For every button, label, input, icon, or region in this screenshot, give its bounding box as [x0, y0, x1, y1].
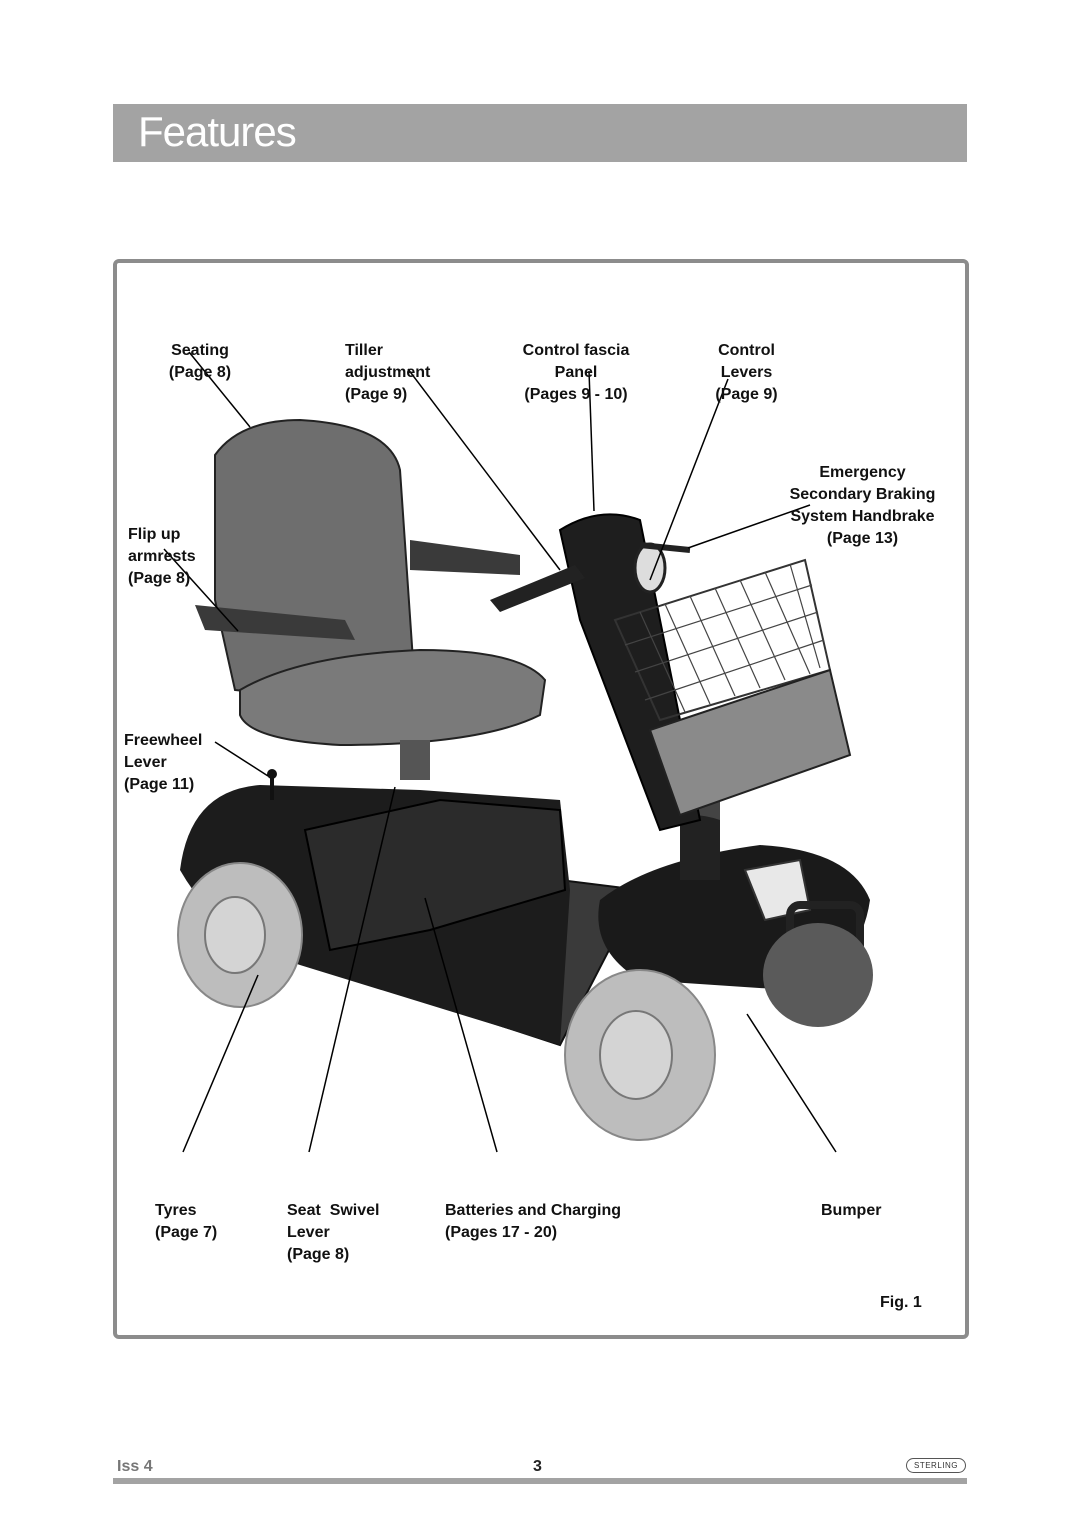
callout-batteries: Batteries and Charging(Pages 17 - 20)	[445, 1202, 622, 1241]
callout-bumper: Bumper	[821, 1202, 882, 1219]
callout-tyres: Tyres(Page 7)	[155, 1202, 218, 1241]
sterling-logo: STERLING	[906, 1458, 966, 1473]
issue-number: Iss 4	[117, 1458, 153, 1475]
footer-rule	[113, 1478, 967, 1484]
page-title: Features	[138, 108, 297, 155]
page-number: 3	[533, 1458, 542, 1475]
figure-caption: Fig. 1	[880, 1294, 922, 1311]
header-bar: Features	[113, 104, 967, 162]
figure-frame	[113, 259, 969, 1339]
callout-seating: Seating(Page 8)	[168, 342, 232, 381]
